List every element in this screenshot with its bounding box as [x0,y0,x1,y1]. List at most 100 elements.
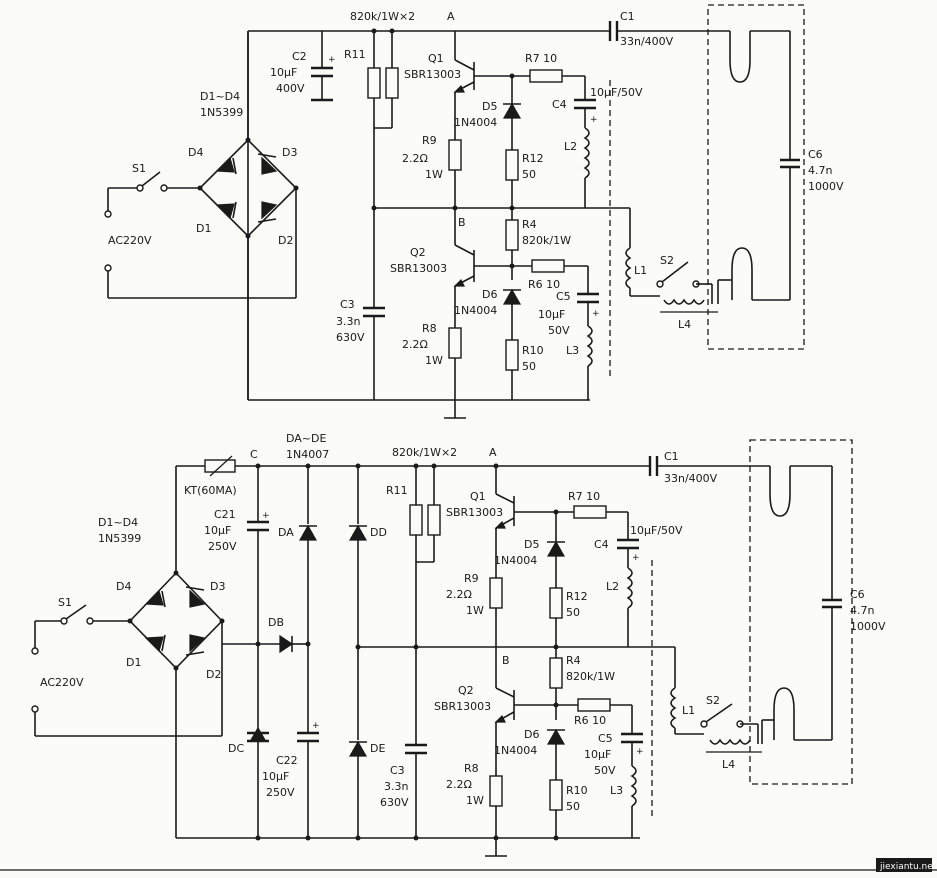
da-de-part: 1N4007 [286,448,329,461]
c2-label: C2 [292,50,307,63]
db-label: DB [268,616,284,629]
r11-label: R11 [344,48,366,61]
q2-part: SBR13003 [390,262,447,275]
node-a-label-b: A [489,446,497,459]
c3-voltage-b: 630V [380,796,409,809]
c2-value: 10μF [270,66,297,79]
svg-text:+: + [312,721,320,731]
node-a-label: A [447,10,455,23]
r10-value: 50 [522,360,536,373]
de-label: DE [370,742,385,755]
c6-voltage: 1000V [808,180,844,193]
transistor-q2 [453,244,512,328]
l3-label-b: L3 [610,784,623,797]
svg-text:+: + [592,309,600,319]
l2-label-b: L2 [606,580,619,593]
c4-label-b: C4 [594,538,609,551]
r10-label: R10 [522,344,544,357]
r10-label-b: R10 [566,784,588,797]
c21-value: 10μF [204,524,231,537]
bridge-part: 1N5399 [200,106,243,119]
r12-value-b: 50 [566,606,580,619]
r9-label-b: R9 [464,572,479,585]
r10-value-b: 50 [566,800,580,813]
d4-label: D4 [188,146,203,159]
c3-label: C3 [340,298,355,311]
r4-label-b: R4 [566,654,581,667]
c4-value: 10μF/50V [590,86,643,99]
d2-label-b: D2 [206,668,221,681]
q1-part-b: SBR13003 [446,506,503,519]
bottom-circuit: KT(60MA) C DA~DE 1N4007 820k/1W×2 A + C2… [31,432,886,857]
r7-label-b: R7 10 [568,490,600,503]
dc-label: DC [228,742,244,755]
s2-label: S2 [660,254,674,267]
q1-part: SBR13003 [404,68,461,81]
d3-label-b: D3 [210,580,225,593]
r4-label: R4 [522,218,537,231]
d3-label: D3 [282,146,297,159]
c22-label: C22 [276,754,298,767]
svg-text:+: + [262,511,270,521]
node-b-label-b: B [502,654,510,667]
d6-label: D6 [482,288,497,301]
svg-text:+: + [636,747,644,757]
c4-value-b: 10μF/50V [630,524,683,537]
c22-value: 10μF [262,770,289,783]
d5-part: 1N4004 [454,116,497,129]
c5-label: C5 [556,290,571,303]
node-b-label: B [458,216,466,229]
s1-label: S1 [132,162,146,175]
c5-voltage-b: 50V [594,764,616,777]
c5-label-b: C5 [598,732,613,745]
bottom-header: 820k/1W×2 [392,446,457,459]
watermark-text: jiexiantu.net [879,862,937,872]
ac-label: AC220V [108,234,152,247]
c5-value-b: 10μF [584,748,611,761]
l4-label: L4 [678,318,691,331]
svg-text:+: + [632,553,640,563]
r9-value: 2.2Ω [402,152,428,165]
r12-label-b: R12 [566,590,588,603]
c22-voltage: 250V [266,786,295,799]
svg-text:+: + [328,55,336,65]
c6-label-b: C6 [850,588,865,601]
r8-value: 2.2Ω [402,338,428,351]
d5-label: D5 [482,100,497,113]
r8-value-b: 2.2Ω [446,778,472,791]
c2-voltage: 400V [276,82,305,95]
c4-label: C4 [552,98,567,111]
r9-value-b: 2.2Ω [446,588,472,601]
d1-label-b: D1 [126,656,141,669]
c5-value: 10μF [538,308,565,321]
d6-part: 1N4004 [454,304,497,317]
d1-label: D1 [196,222,211,235]
r8-label: R8 [422,322,437,335]
dd-label: DD [370,526,387,539]
top-circuit: + C2 10μF 400V R11 820k/1W×2 A C3 3.3n 6… [104,4,844,419]
l4-label-b: L4 [722,758,735,771]
r8-label-b: R8 [464,762,479,775]
c6-label: C6 [808,148,823,161]
r4-value: 820k/1W [522,234,571,247]
d6-label-b: D6 [524,728,539,741]
c1-value-b: 33n/400V [664,472,718,485]
r6-label-b: R6 10 [574,714,606,727]
d2-label: D2 [278,234,293,247]
q2-label: Q2 [410,246,426,259]
r9-label: R9 [422,134,437,147]
l2-label: L2 [564,140,577,153]
c6-voltage-b: 1000V [850,620,886,633]
transistor-q1 [453,31,512,140]
r9-watt-b: 1W [466,604,484,617]
q1-label: Q1 [428,52,444,65]
l1-label: L1 [634,264,647,277]
c3-value-b: 3.3n [384,780,408,793]
c6-value-b: 4.7n [850,604,874,617]
r12-value: 50 [522,168,536,181]
c6-value: 4.7n [808,164,832,177]
r8-watt: 1W [425,354,443,367]
r7-label: R7 10 [525,52,557,65]
ac-label-b: AC220V [40,676,84,689]
